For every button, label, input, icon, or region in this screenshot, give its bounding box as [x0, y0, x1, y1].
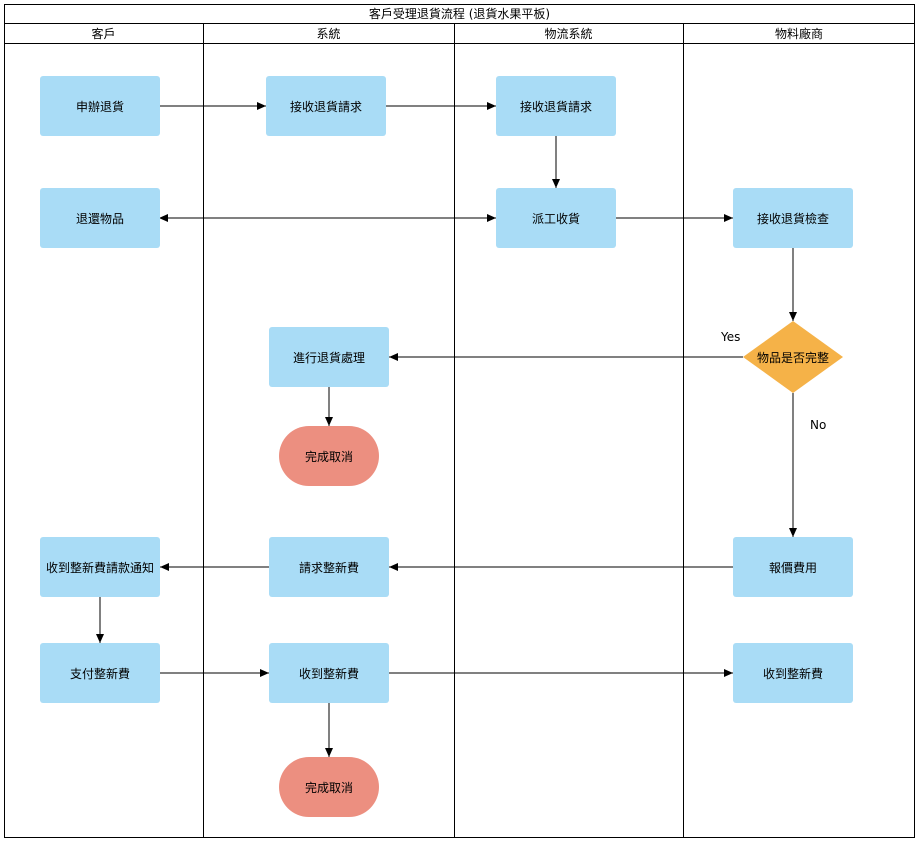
lane-header-supplier: 物料廠商 — [683, 24, 915, 44]
node-end-cancel-final: 完成取消 — [279, 757, 379, 817]
decision-label: 物品是否完整 — [756, 350, 829, 365]
swimlane-frame — [4, 4, 915, 838]
node-return-item: 退還物品 — [40, 188, 160, 248]
lane-header-system: 系統 — [203, 24, 454, 44]
node-dispatch-pickup: 派工收貨 — [496, 188, 616, 248]
node-process-return: 進行退貨處理 — [269, 327, 389, 387]
edge-label-no: No — [810, 418, 827, 432]
lane-divider — [683, 24, 684, 838]
node-end-cancel: 完成取消 — [279, 426, 379, 486]
edge-label-yes: Yes — [721, 330, 741, 344]
node-request-refurb-fee: 請求整新費 — [269, 537, 389, 597]
lane-divider — [454, 24, 455, 838]
lane-header-logistics: 物流系統 — [454, 24, 683, 44]
node-refurb-fee-notice: 收到整新費請款通知 — [40, 537, 160, 597]
node-system-receive-fee: 收到整新費 — [269, 643, 389, 703]
node-system-receive-request: 接收退貨請求 — [266, 76, 386, 136]
diagram-title: 客戶受理退貨流程 (退貨水果平板) — [4, 4, 915, 24]
node-supplier-receive-fee: 收到整新費 — [733, 643, 853, 703]
node-receive-inspection: 接收退貨檢查 — [733, 188, 853, 248]
lane-header-customer: 客戶 — [4, 24, 203, 44]
node-quote-fee: 報價費用 — [733, 537, 853, 597]
node-logistics-receive-request: 接收退貨請求 — [496, 76, 616, 136]
node-pay-refurb-fee: 支付整新費 — [40, 643, 160, 703]
node-submit-return: 申辦退貨 — [40, 76, 160, 136]
decision-diamond — [743, 321, 843, 393]
lane-divider — [203, 24, 204, 838]
